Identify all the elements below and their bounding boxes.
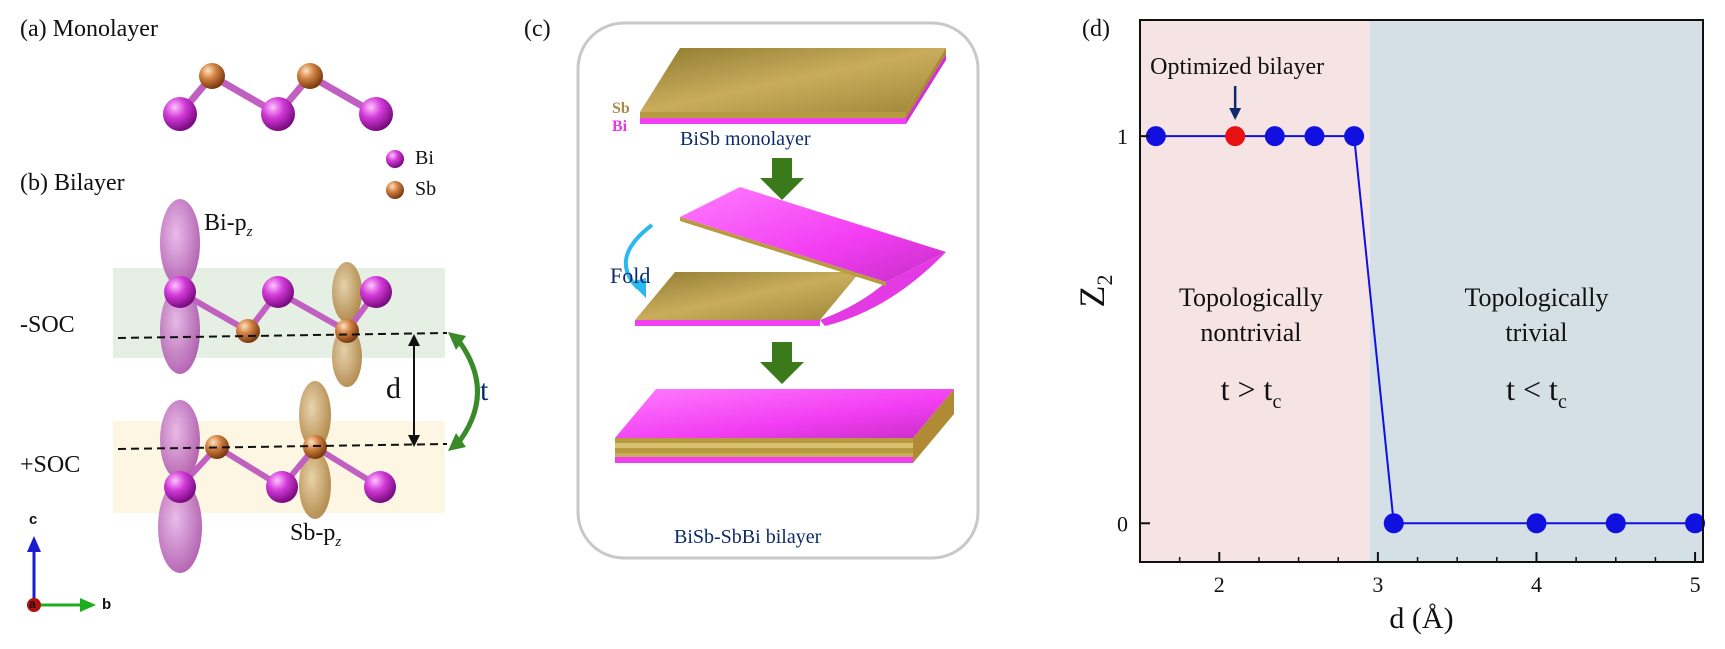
legend-sb-marker	[386, 181, 404, 199]
fold-arrow	[623, 223, 654, 298]
optimized-bilayer-point	[1225, 126, 1246, 147]
region-relation: t < tc	[1506, 371, 1567, 413]
bi-atom	[266, 471, 298, 503]
bilayer-caption: BiSb-SbBi bilayer	[674, 526, 822, 548]
bilayer-slab	[615, 389, 954, 463]
x-tick-label: 3	[1372, 572, 1383, 597]
panel-b-label: (b) Bilayer	[20, 170, 125, 196]
z2-data-point	[1605, 513, 1626, 534]
bi-atom	[261, 97, 295, 131]
bi-pz-label: Bi-pz	[204, 210, 253, 240]
bi-pz-orbital-bottom	[158, 400, 202, 573]
atomic-structure-svg	[27, 63, 480, 612]
bilayer-top-layer	[164, 276, 392, 343]
panel-a-label: (a) Monolayer	[20, 16, 158, 42]
bi-atom	[359, 97, 393, 131]
optimized-bilayer-annotation: Optimized bilayer	[1150, 54, 1324, 80]
sb-pz-orbital-bottom	[299, 381, 331, 519]
monolayer-structure	[163, 63, 393, 131]
bi-atom	[364, 471, 396, 503]
region-subtitle: trivial	[1505, 318, 1567, 347]
legend-bi-label: Bi	[415, 147, 434, 169]
d-label: d	[386, 372, 401, 405]
top-plane-line	[117, 332, 448, 339]
panel-c-label: (c)	[524, 16, 551, 42]
annotation-arrow-head	[1229, 108, 1242, 120]
d-arrow	[408, 334, 420, 447]
crystal-axes	[27, 536, 96, 612]
bi-atom	[164, 276, 196, 308]
z2-data-point	[1344, 126, 1365, 147]
a-axis-marker	[27, 598, 41, 612]
folding-schematic-svg	[576, 21, 980, 560]
sb-atom	[205, 435, 229, 459]
bi-atom	[360, 276, 392, 308]
x-tick-label: 2	[1214, 572, 1225, 597]
legend-bi-marker	[386, 150, 404, 168]
nontrivial-region	[1140, 20, 1370, 562]
x-axis-label: d (Å)	[1389, 602, 1453, 635]
bi-atom	[164, 471, 196, 503]
monolayer-caption: BiSb monolayer	[680, 128, 811, 150]
sb-atom	[335, 319, 359, 343]
z2-data-point	[1685, 513, 1706, 534]
z2-data-point	[1264, 126, 1285, 147]
monolayer-slab	[640, 48, 946, 124]
panel-d-label: (d)	[1082, 16, 1110, 42]
t-arrow	[448, 332, 480, 451]
z2-data-point	[1526, 513, 1547, 534]
down-arrow-1	[760, 158, 804, 200]
folded-slab	[635, 187, 946, 326]
trivial-region	[1369, 20, 1703, 562]
sb-atom	[199, 63, 225, 89]
sb-pz-label: Sb-pz	[290, 520, 342, 550]
y-tick-label: 0	[1117, 511, 1128, 536]
z2-data-point	[1145, 126, 1166, 147]
sb-atom	[297, 63, 323, 89]
region-relation: t > tc	[1221, 371, 1282, 413]
z2-data-point	[1383, 513, 1404, 534]
z2-data-point	[1304, 126, 1325, 147]
axis-c-label: c	[29, 511, 38, 528]
minus-soc-label: -SOC	[20, 312, 75, 338]
fold-label: Fold	[610, 263, 651, 288]
x-tick-label: 5	[1690, 572, 1701, 597]
y-tick-label: 1	[1117, 124, 1128, 149]
bi-layer-label: Bi	[612, 118, 628, 135]
plot-frame	[1139, 19, 1704, 563]
t-label: t	[480, 374, 489, 407]
down-arrow-2	[760, 342, 804, 384]
plus-soc-label: +SOC	[20, 452, 81, 478]
bottom-plane-line	[117, 443, 448, 450]
bi-pz-orbital	[160, 199, 200, 374]
axis-a-label: a	[29, 597, 36, 611]
sb-pz-orbital	[332, 262, 362, 387]
axis-b-label: b	[102, 596, 112, 613]
region-title: Topologically	[1464, 283, 1608, 312]
y-axis-label: Z2	[1072, 275, 1117, 308]
sb-layer-label: Sb	[612, 100, 630, 117]
bi-atom	[163, 97, 197, 131]
region-title: Topologically	[1179, 283, 1323, 312]
legend-sb-label: Sb	[415, 178, 437, 200]
region-subtitle: nontrivial	[1200, 318, 1301, 347]
bi-atom	[262, 276, 294, 308]
x-tick-label: 4	[1531, 572, 1542, 597]
